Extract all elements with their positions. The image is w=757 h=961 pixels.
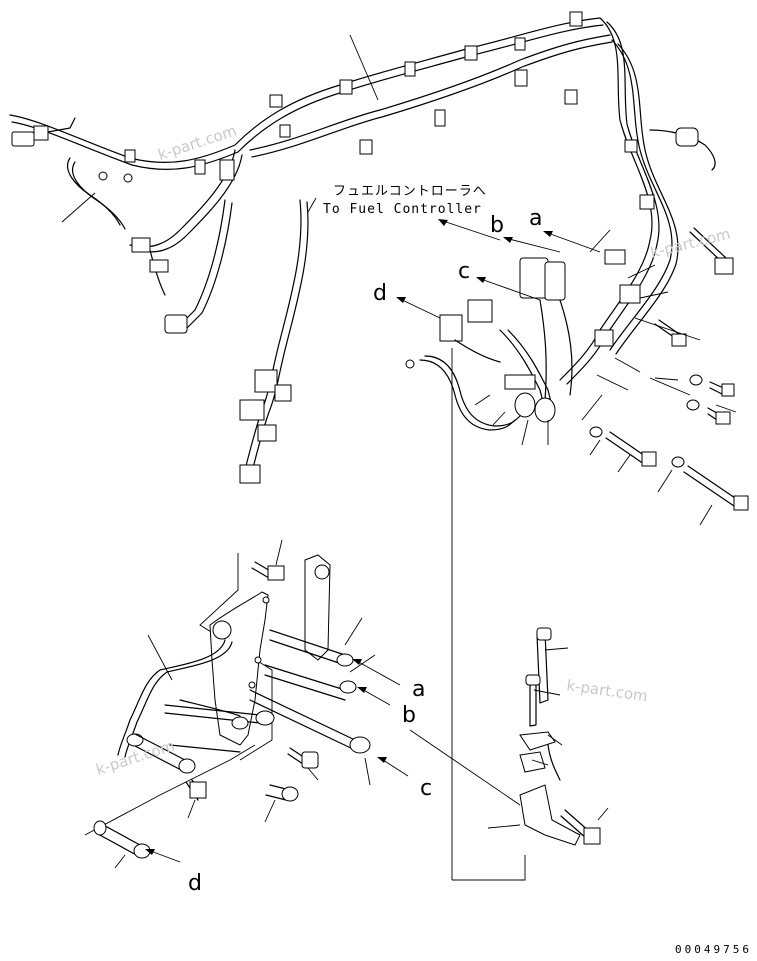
fuel-controller-label-jp: フュエルコントローラへ [333,184,487,199]
view-letter-a-upper: a [529,206,542,231]
view-letter-c-upper: c [458,259,470,284]
view-letter-c-lower: c [420,776,432,801]
watermark-3: k-part.com [565,676,648,705]
view-letter-b-upper: b [490,213,504,238]
main-harness [9,11,716,484]
watermark-2: k-part.com [649,225,733,262]
watermark-1: k-part.com [156,121,239,163]
view-letter-d-lower: d [188,871,202,896]
view-letter-b-lower: b [402,703,416,728]
upper-leader-lines [61,34,737,526]
fuel-controller-label-en: To Fuel Controller [323,202,482,217]
upper-fasteners [589,227,749,511]
lower-bracket-assembly [84,539,409,869]
annotations: フュエルコントローラへ To Fuel Controller b a c d a… [94,121,752,956]
drawing-number: 00049756 [675,943,752,956]
lower-right-bracket [409,348,609,881]
view-letter-d-upper: d [373,281,387,306]
view-letter-a-lower: a [412,677,425,702]
